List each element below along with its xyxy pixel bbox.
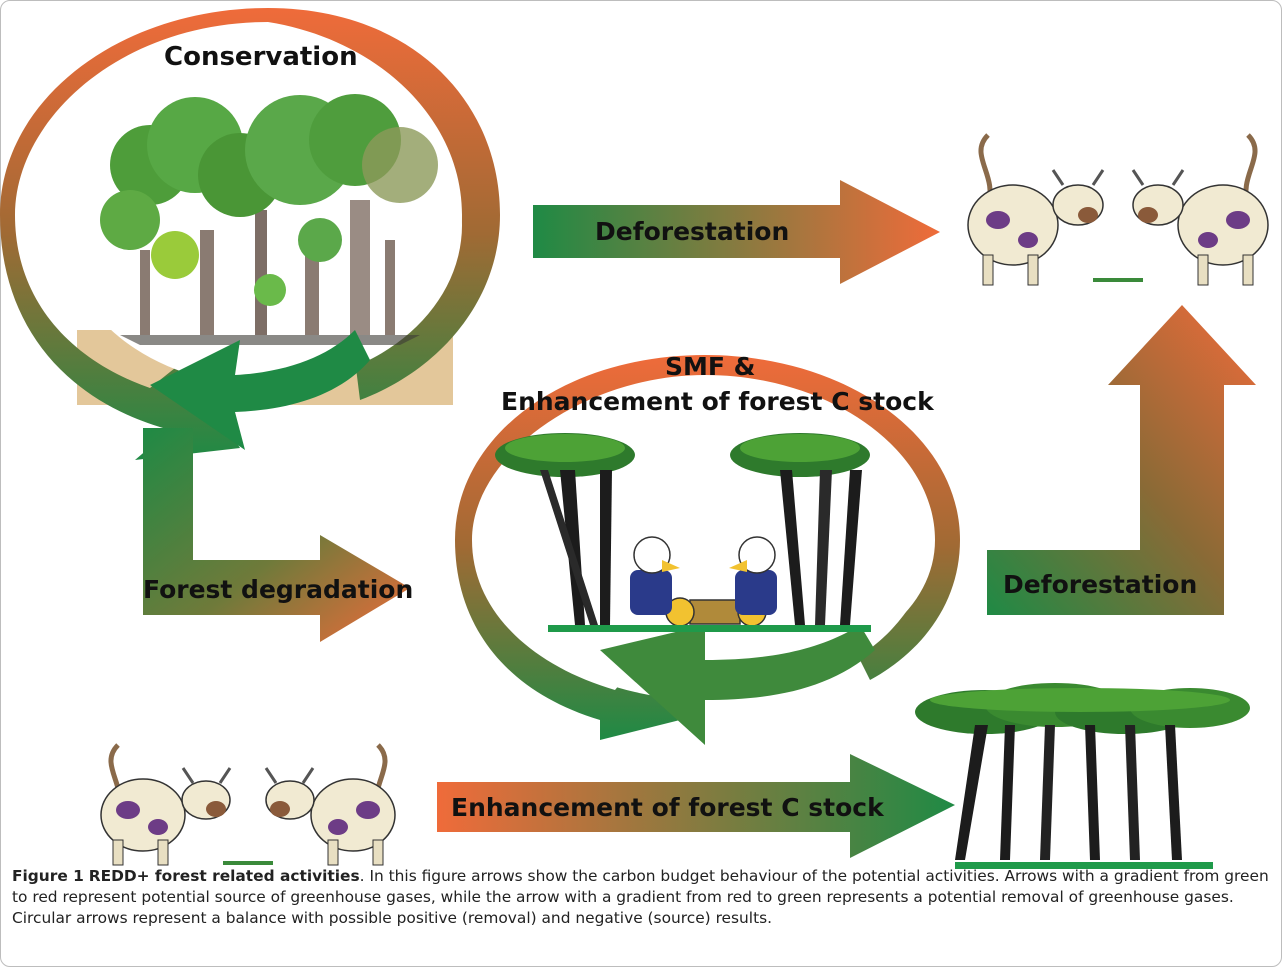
cows-icon: [967, 133, 1269, 286]
loggers-icon: [630, 536, 777, 627]
caption-text: . In this figure arrows show the carbon …: [12, 867, 1269, 927]
caption-figure-label: Figure 1: [12, 867, 84, 885]
acacia-trees-icon: [915, 683, 1250, 869]
figure-caption: Figure 1 REDD+ forest related activities…: [12, 866, 1272, 929]
caption-figure-title: REDD+ forest related activities: [88, 867, 360, 885]
cycle-arrow-head: [150, 330, 370, 450]
arrow-forest-degradation: [143, 428, 410, 642]
label-deforestation-top: Deforestation: [595, 217, 790, 246]
acacia-trees-icon: [495, 433, 870, 625]
label-enhancement: Enhancement of forest C stock: [451, 793, 884, 822]
arrow-enhancement: [437, 754, 955, 858]
label-smf-line2: Enhancement of forest C stock: [501, 387, 934, 416]
label-deforestation-right: Deforestation: [1003, 570, 1198, 599]
cows-icon: [100, 743, 396, 866]
label-forest-degradation: Forest degradation: [143, 575, 414, 604]
arrow-deforestation-right: [987, 305, 1256, 615]
conservation-cycle: [0, 8, 500, 460]
ground-line: [548, 625, 871, 632]
label-conservation: Conservation: [164, 42, 358, 72]
forest-illustration: [100, 94, 438, 345]
arrow-deforestation-top: [533, 180, 940, 284]
smf-cycle: [455, 355, 960, 745]
smf-arrow-head: [600, 625, 875, 745]
label-smf-line1: SMF &: [665, 352, 756, 381]
